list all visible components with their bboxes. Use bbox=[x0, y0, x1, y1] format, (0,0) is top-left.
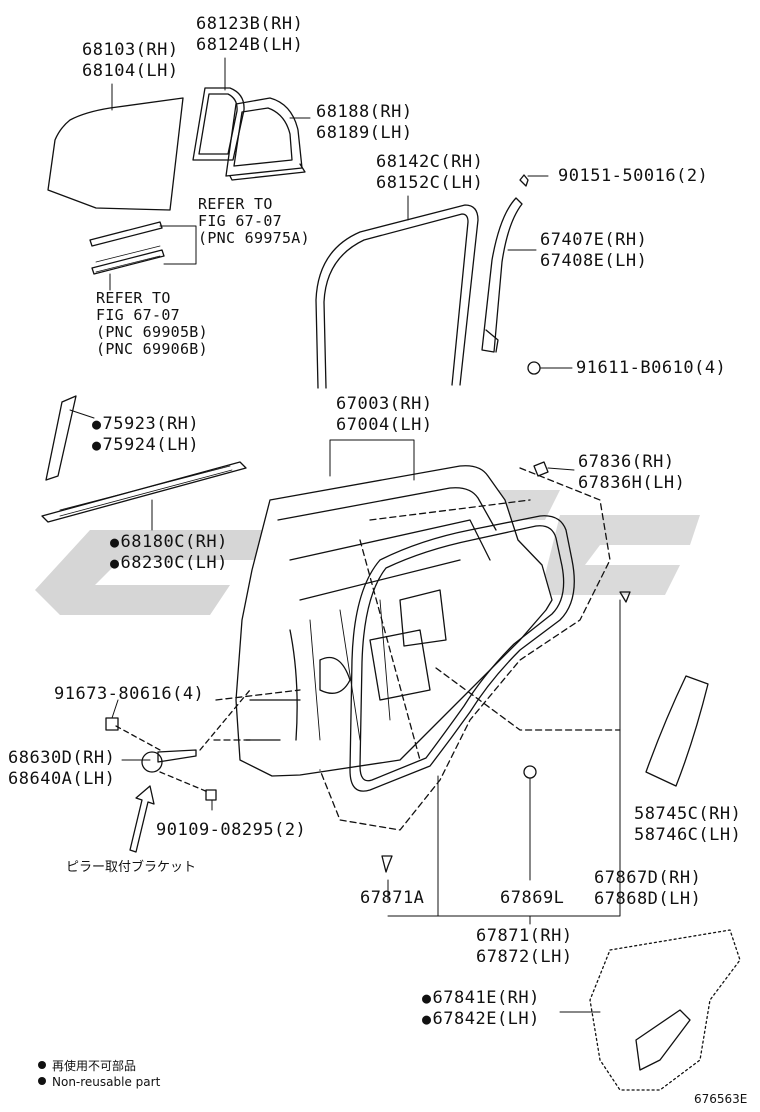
ref-line: (PNC 69905B) bbox=[96, 323, 208, 341]
part-number-rh: 68188(RH) bbox=[316, 102, 413, 122]
part-number-lh: 68230C(LH) bbox=[110, 553, 228, 574]
label-75923: 75923(RH) 75924(LH) bbox=[92, 414, 199, 456]
label-67836: 67836(RH) 67836H(LH) bbox=[578, 452, 685, 494]
ref-line: FIG 67-07 bbox=[198, 212, 282, 230]
label-68123: 68123B(RH) 68124B(LH) bbox=[196, 14, 303, 56]
part-number-lh: 68104(LH) bbox=[82, 61, 179, 81]
label-68180: 68180C(RH) 68230C(LH) bbox=[110, 532, 228, 574]
label-90151: 90151-50016(2) bbox=[558, 166, 708, 187]
glass-run bbox=[315, 204, 479, 389]
part-number-lh: 75924(LH) bbox=[92, 435, 199, 456]
body-seal-dashed bbox=[319, 467, 611, 831]
part-number-rh: 68630D(RH) bbox=[8, 748, 116, 768]
part-number: 91611-B0610(4) bbox=[576, 358, 727, 378]
label-68142: 68142C(RH) 68152C(LH) bbox=[376, 152, 483, 194]
part-number-rh: 67003(RH) bbox=[336, 394, 433, 414]
part-number-lh: 67004(LH) bbox=[336, 415, 433, 435]
ref-line: FIG 67-07 bbox=[96, 306, 180, 324]
legend-line-jp: 再使用不可部品 bbox=[38, 1058, 160, 1074]
service-hole-cover bbox=[589, 929, 741, 1091]
figure-reference: 676563E bbox=[694, 1092, 748, 1106]
leader-lines bbox=[69, 57, 621, 1013]
division-bar bbox=[481, 197, 523, 353]
part-number-lh: 68640A(LH) bbox=[8, 769, 116, 789]
part-number-lh: 68189(LH) bbox=[316, 123, 413, 143]
bracket-arrow bbox=[129, 785, 155, 853]
label-91611: 91611-B0610(4) bbox=[576, 358, 726, 379]
label-58745: 58745C(RH) 58746C(LH) bbox=[634, 804, 741, 846]
part-number-rh: 58745C(RH) bbox=[634, 804, 742, 824]
part-number-lh: 68124B(LH) bbox=[196, 35, 304, 55]
part-number: 90109-08295(2) bbox=[156, 820, 307, 840]
label-67871a: 67871A bbox=[360, 888, 424, 909]
label-67869l: 67869L bbox=[500, 888, 564, 909]
part-number-lh: 67408E(LH) bbox=[540, 251, 648, 271]
ref-line: REFER TO bbox=[96, 289, 171, 307]
legend-line-en: Non-reusable part bbox=[38, 1074, 160, 1090]
label-67407: 67407E(RH) 67408E(LH) bbox=[540, 230, 647, 272]
door-weatherstrip bbox=[349, 515, 575, 792]
part-number: 91673-80616(4) bbox=[54, 684, 205, 704]
door-panel bbox=[235, 465, 553, 777]
label-68630: 68630D(RH) 68640A(LH) bbox=[8, 748, 115, 790]
part-number-lh: 68152C(LH) bbox=[376, 173, 484, 193]
label-67871: 67871(RH) 67872(LH) bbox=[476, 926, 573, 968]
part-number: 67869L bbox=[500, 888, 565, 908]
legend: 再使用不可部品 Non-reusable part bbox=[38, 1058, 160, 1090]
label-ref-69905b: REFER TO FIG 67-07 (PNC 69905B) (PNC 699… bbox=[96, 290, 208, 358]
label-67003: 67003(RH) 67004(LH) bbox=[336, 394, 433, 436]
label-68188: 68188(RH) 68189(LH) bbox=[316, 102, 413, 144]
label-90109: 90109-08295(2) bbox=[156, 820, 306, 841]
ref-line: REFER TO bbox=[198, 195, 273, 213]
outer-belt-moulding bbox=[89, 221, 163, 247]
inner-belt-weatherstrip bbox=[41, 461, 247, 523]
part-number-rh: 67407E(RH) bbox=[540, 230, 648, 250]
part-number-rh: 67871(RH) bbox=[476, 926, 573, 946]
part-number: 67871A bbox=[360, 888, 425, 908]
pillar-bracket-note: ピラー取付ブラケット bbox=[66, 860, 197, 875]
part-number-rh: 68142C(RH) bbox=[376, 152, 484, 172]
part-number-lh: 67836H(LH) bbox=[578, 473, 686, 493]
part-number: 90151-50016(2) bbox=[558, 166, 709, 186]
label-67841: 67841E(RH) 67842E(LH) bbox=[422, 988, 540, 1030]
part-number-lh: 58746C(LH) bbox=[634, 825, 742, 845]
part-number-rh: 68103(RH) bbox=[82, 40, 179, 60]
part-number-rh: 67867D(RH) bbox=[594, 868, 702, 888]
rear-door-cover bbox=[645, 675, 709, 787]
ref-line: (PNC 69975A) bbox=[198, 229, 310, 247]
part-number-lh: 67842E(LH) bbox=[422, 1009, 540, 1030]
label-68103: 68103(RH) 68104(LH) bbox=[82, 40, 179, 82]
part-number-rh: 75923(RH) bbox=[92, 414, 199, 435]
label-67867: 67867D(RH) 67868D(LH) bbox=[594, 868, 701, 910]
part-number-lh: 67868D(LH) bbox=[594, 889, 702, 909]
part-number-lh: 67872(LH) bbox=[476, 947, 573, 967]
window-frame bbox=[225, 97, 303, 177]
quarter-glass bbox=[47, 97, 184, 211]
label-ref-69975a: REFER TO FIG 67-07 (PNC 69975A) bbox=[198, 196, 310, 247]
part-number-rh: 67841E(RH) bbox=[422, 988, 540, 1009]
ref-line: (PNC 69906B) bbox=[96, 340, 208, 358]
small-quarter-glass bbox=[192, 87, 245, 161]
part-number-rh: 67836(RH) bbox=[578, 452, 675, 472]
part-number-rh: 68180C(RH) bbox=[110, 532, 228, 553]
label-91673: 91673-80616(4) bbox=[54, 684, 204, 705]
pillar-garnish bbox=[45, 395, 77, 481]
part-number-rh: 68123B(RH) bbox=[196, 14, 304, 34]
